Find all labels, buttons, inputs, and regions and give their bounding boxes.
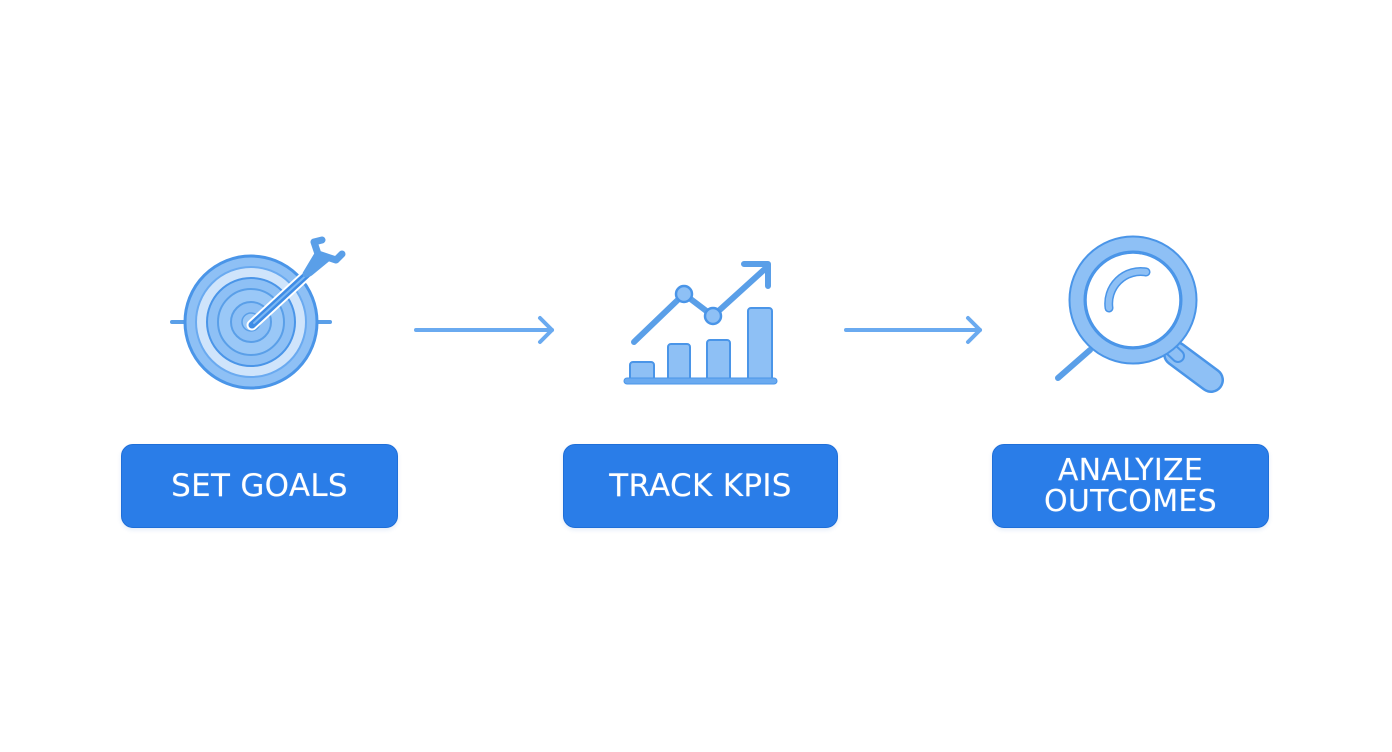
step-label-set-goals: SET GOALS	[121, 444, 398, 528]
target-with-dart-icon	[166, 232, 351, 397]
arrow-right-icon	[410, 312, 560, 348]
step-label-analyze-outcomes: ANALYIZE OUTCOMES	[992, 444, 1269, 528]
magnifying-glass-icon	[1048, 232, 1228, 397]
bar-chart-trend-up-icon	[618, 252, 783, 390]
step-label-track-kpis: TRACK KPIS	[563, 444, 838, 528]
step-label-text: ANALYIZE OUTCOMES	[1044, 453, 1217, 519]
step-label-text: SET GOALS	[171, 468, 348, 504]
arrow-right-icon	[840, 312, 990, 348]
step-label-text: TRACK KPIS	[609, 468, 792, 504]
